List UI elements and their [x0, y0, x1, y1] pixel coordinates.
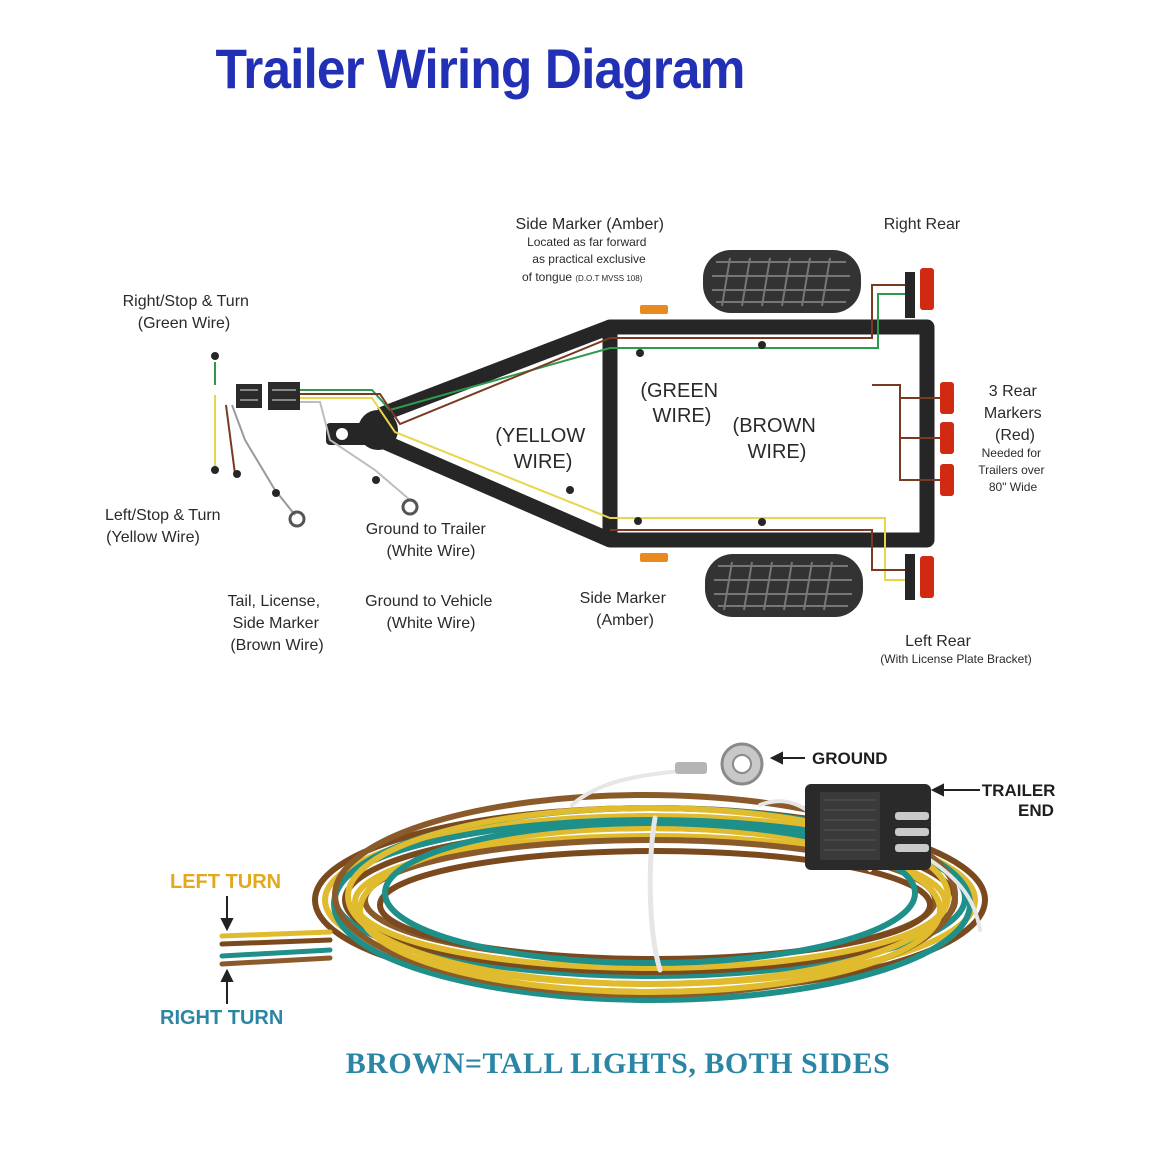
label-right-stop-turn: Right/Stop & Turn (Green Wire) [123, 293, 254, 332]
trailer-end-connector [805, 784, 931, 870]
label-left-rear-note: (With License Plate Bracket) [880, 652, 1031, 666]
right-rear-light [905, 268, 934, 318]
label-right-rear: Right Rear [884, 216, 961, 233]
label-yellow-wire: (YELLOW WIRE) [495, 425, 591, 473]
lower-tire [705, 554, 863, 617]
wires [214, 284, 940, 581]
label-rear-markers: 3 Rear Markers (Red) [984, 383, 1046, 444]
left-rear-light [905, 554, 934, 600]
label-side-marker-top: Side Marker (Amber) Located as far forwa… [516, 216, 669, 266]
label-tail-license: Tail, License, Side Marker (Brown Wire) [228, 593, 325, 654]
upper-tire [703, 250, 861, 313]
label-left-stop-turn: Left/Stop & Turn (Yellow Wire) [105, 507, 225, 546]
harness-pointers [220, 751, 980, 1004]
label-ground: GROUND [812, 749, 888, 768]
side-marker-bottom [640, 553, 668, 562]
rear-marker-lights [940, 382, 954, 496]
label-left-rear: Left Rear [905, 633, 971, 650]
wire-terminals [211, 341, 766, 526]
label-green-wire: (GREEN WIRE) [640, 380, 723, 427]
label-rear-markers-note: Needed for Trailers over 80" Wide [978, 446, 1048, 494]
label-ground-vehicle: Ground to Vehicle (White Wire) [365, 593, 497, 632]
page-title: Trailer Wiring Diagram [215, 37, 746, 100]
side-marker-top [640, 305, 668, 314]
label-ground-trailer: Ground to Trailer (White Wire) [366, 521, 491, 560]
label-trailer-end: TRAILER END [982, 781, 1060, 820]
label-side-marker-bottom: Side Marker (Amber) [580, 590, 671, 629]
label-left-turn: LEFT TURN [170, 871, 281, 893]
label-side-marker-top-tongue: of tongue (D.O.T MVSS 108) [522, 270, 643, 284]
ground-ring-terminal [675, 742, 764, 786]
wire-harness-coil [219, 768, 988, 1003]
trailer-frame [377, 319, 935, 548]
plug-connector [236, 382, 300, 410]
label-brown-wire: (BROWN WIRE) [733, 415, 822, 463]
label-right-turn: RIGHT TURN [160, 1007, 283, 1029]
ring-terminals [288, 498, 419, 528]
footer-note: BROWN=TALL LIGHTS, BOTH SIDES [346, 1047, 891, 1080]
